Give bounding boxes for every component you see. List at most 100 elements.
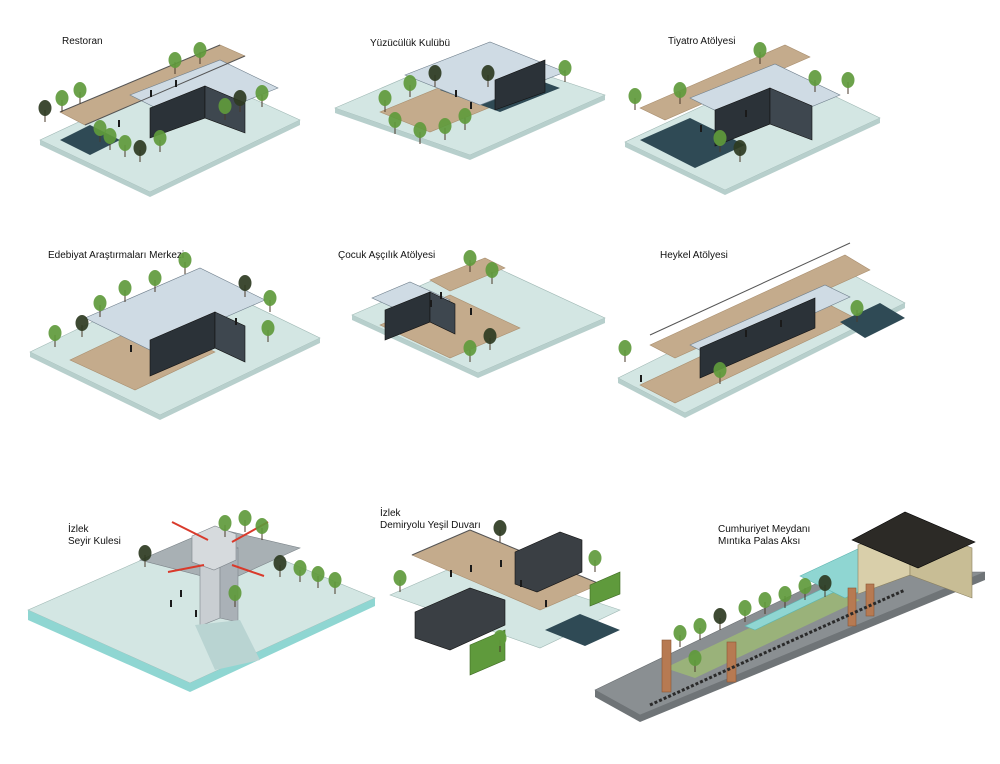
tree-icon bbox=[733, 140, 747, 162]
water-pool bbox=[640, 118, 745, 168]
tree-icon bbox=[238, 275, 252, 297]
view-arrow bbox=[167, 564, 205, 573]
tree-icon bbox=[378, 90, 392, 112]
dark-building bbox=[699, 297, 816, 379]
tree-icon bbox=[673, 625, 687, 647]
tree-icon bbox=[311, 566, 325, 588]
label-cocuk: Çocuk Aşçılık Atölyesi bbox=[338, 250, 436, 261]
tree-icon bbox=[388, 112, 402, 134]
brick-monolith bbox=[847, 587, 857, 627]
person-figure bbox=[545, 600, 547, 607]
tree-icon bbox=[808, 70, 822, 92]
ground-side bbox=[618, 378, 685, 418]
person-figure bbox=[150, 90, 152, 97]
tree-icon bbox=[328, 572, 342, 594]
person-figure bbox=[235, 318, 237, 325]
label-seyir: İzlek Seyir Kulesi bbox=[68, 524, 121, 547]
tree-icon bbox=[628, 88, 642, 110]
tree-icon bbox=[463, 340, 477, 362]
tree-icon bbox=[713, 362, 727, 384]
panel-cumhuriyet-drawing bbox=[594, 511, 986, 722]
tree-icon bbox=[481, 65, 495, 87]
tree-icon bbox=[778, 586, 792, 608]
tree-layer bbox=[38, 42, 864, 672]
label-restoran: Restoran bbox=[62, 36, 103, 47]
tree-icon bbox=[428, 65, 442, 87]
brick-monolith bbox=[726, 641, 737, 683]
tree-icon bbox=[178, 252, 192, 274]
water-edge bbox=[28, 610, 190, 692]
tree-icon bbox=[713, 130, 727, 152]
brick-monolith bbox=[661, 639, 672, 693]
tree-icon bbox=[103, 128, 117, 150]
person-figure bbox=[500, 560, 502, 567]
train-car-rear bbox=[514, 531, 583, 593]
tree-icon bbox=[753, 42, 767, 64]
tree-icon bbox=[218, 98, 232, 120]
panel-yuzuculuk-drawing bbox=[334, 41, 606, 160]
tree-icon bbox=[93, 120, 107, 142]
plaza-side bbox=[595, 690, 640, 722]
figure-layer bbox=[118, 80, 782, 617]
tree-icon bbox=[458, 108, 472, 130]
dark-building-side bbox=[429, 291, 456, 335]
view-arrow bbox=[231, 564, 265, 577]
panel-cocuk-drawing bbox=[351, 257, 606, 378]
tree-icon bbox=[255, 518, 269, 540]
tree-icon bbox=[238, 510, 252, 532]
dark-building bbox=[494, 59, 546, 111]
tree-icon bbox=[413, 122, 427, 144]
tree-icon bbox=[138, 545, 152, 567]
tree-icon bbox=[118, 280, 132, 302]
tree-icon bbox=[688, 650, 702, 672]
tree-icon bbox=[485, 262, 499, 284]
tree-icon bbox=[758, 592, 772, 614]
tree-icon bbox=[118, 135, 132, 157]
person-figure bbox=[195, 610, 197, 617]
ground-side bbox=[470, 95, 605, 160]
person-figure bbox=[430, 300, 432, 307]
train-car bbox=[414, 587, 506, 651]
person-figure bbox=[640, 375, 642, 382]
ground-side bbox=[160, 338, 320, 420]
plaza-side bbox=[640, 572, 985, 722]
ground-side bbox=[335, 108, 470, 160]
tree-icon bbox=[293, 560, 307, 582]
tree-icon bbox=[618, 340, 632, 362]
person-figure bbox=[130, 345, 132, 352]
tower-shadow bbox=[195, 620, 260, 670]
tree-icon bbox=[263, 290, 277, 312]
walkway-rail bbox=[649, 242, 851, 336]
person-figure bbox=[470, 102, 472, 109]
person-figure bbox=[745, 330, 747, 337]
tree-icon bbox=[93, 295, 107, 317]
person-figure bbox=[170, 600, 172, 607]
tree-icon bbox=[75, 315, 89, 337]
ground-side bbox=[478, 318, 605, 378]
tree-icon bbox=[168, 52, 182, 74]
tree-icon bbox=[261, 320, 275, 342]
ground-side bbox=[685, 303, 905, 418]
tree-icon bbox=[818, 575, 832, 597]
person-figure bbox=[470, 308, 472, 315]
view-arrow bbox=[171, 521, 209, 541]
tree-icon bbox=[153, 130, 167, 152]
water-pool bbox=[840, 303, 905, 338]
ground-side bbox=[150, 120, 300, 197]
green-strip bbox=[665, 590, 860, 678]
panel-demiryolu-drawing bbox=[389, 529, 621, 676]
walkway-rail bbox=[59, 44, 221, 113]
panel-seyir-drawing bbox=[27, 521, 376, 692]
tree-icon bbox=[693, 618, 707, 640]
building-roof bbox=[851, 511, 976, 569]
ground-side bbox=[725, 118, 880, 195]
label-heykel: Heykel Atölyesi bbox=[660, 250, 728, 261]
panel-tiyatro-drawing bbox=[624, 44, 881, 195]
dark-building-side bbox=[769, 87, 813, 141]
label-demiryolu: İzlek Demiryolu Yeşil Duvarı bbox=[380, 508, 481, 531]
tree-icon bbox=[55, 90, 69, 112]
tree-icon bbox=[673, 82, 687, 104]
walkway-rail bbox=[84, 55, 246, 126]
tree-icon bbox=[483, 328, 497, 350]
